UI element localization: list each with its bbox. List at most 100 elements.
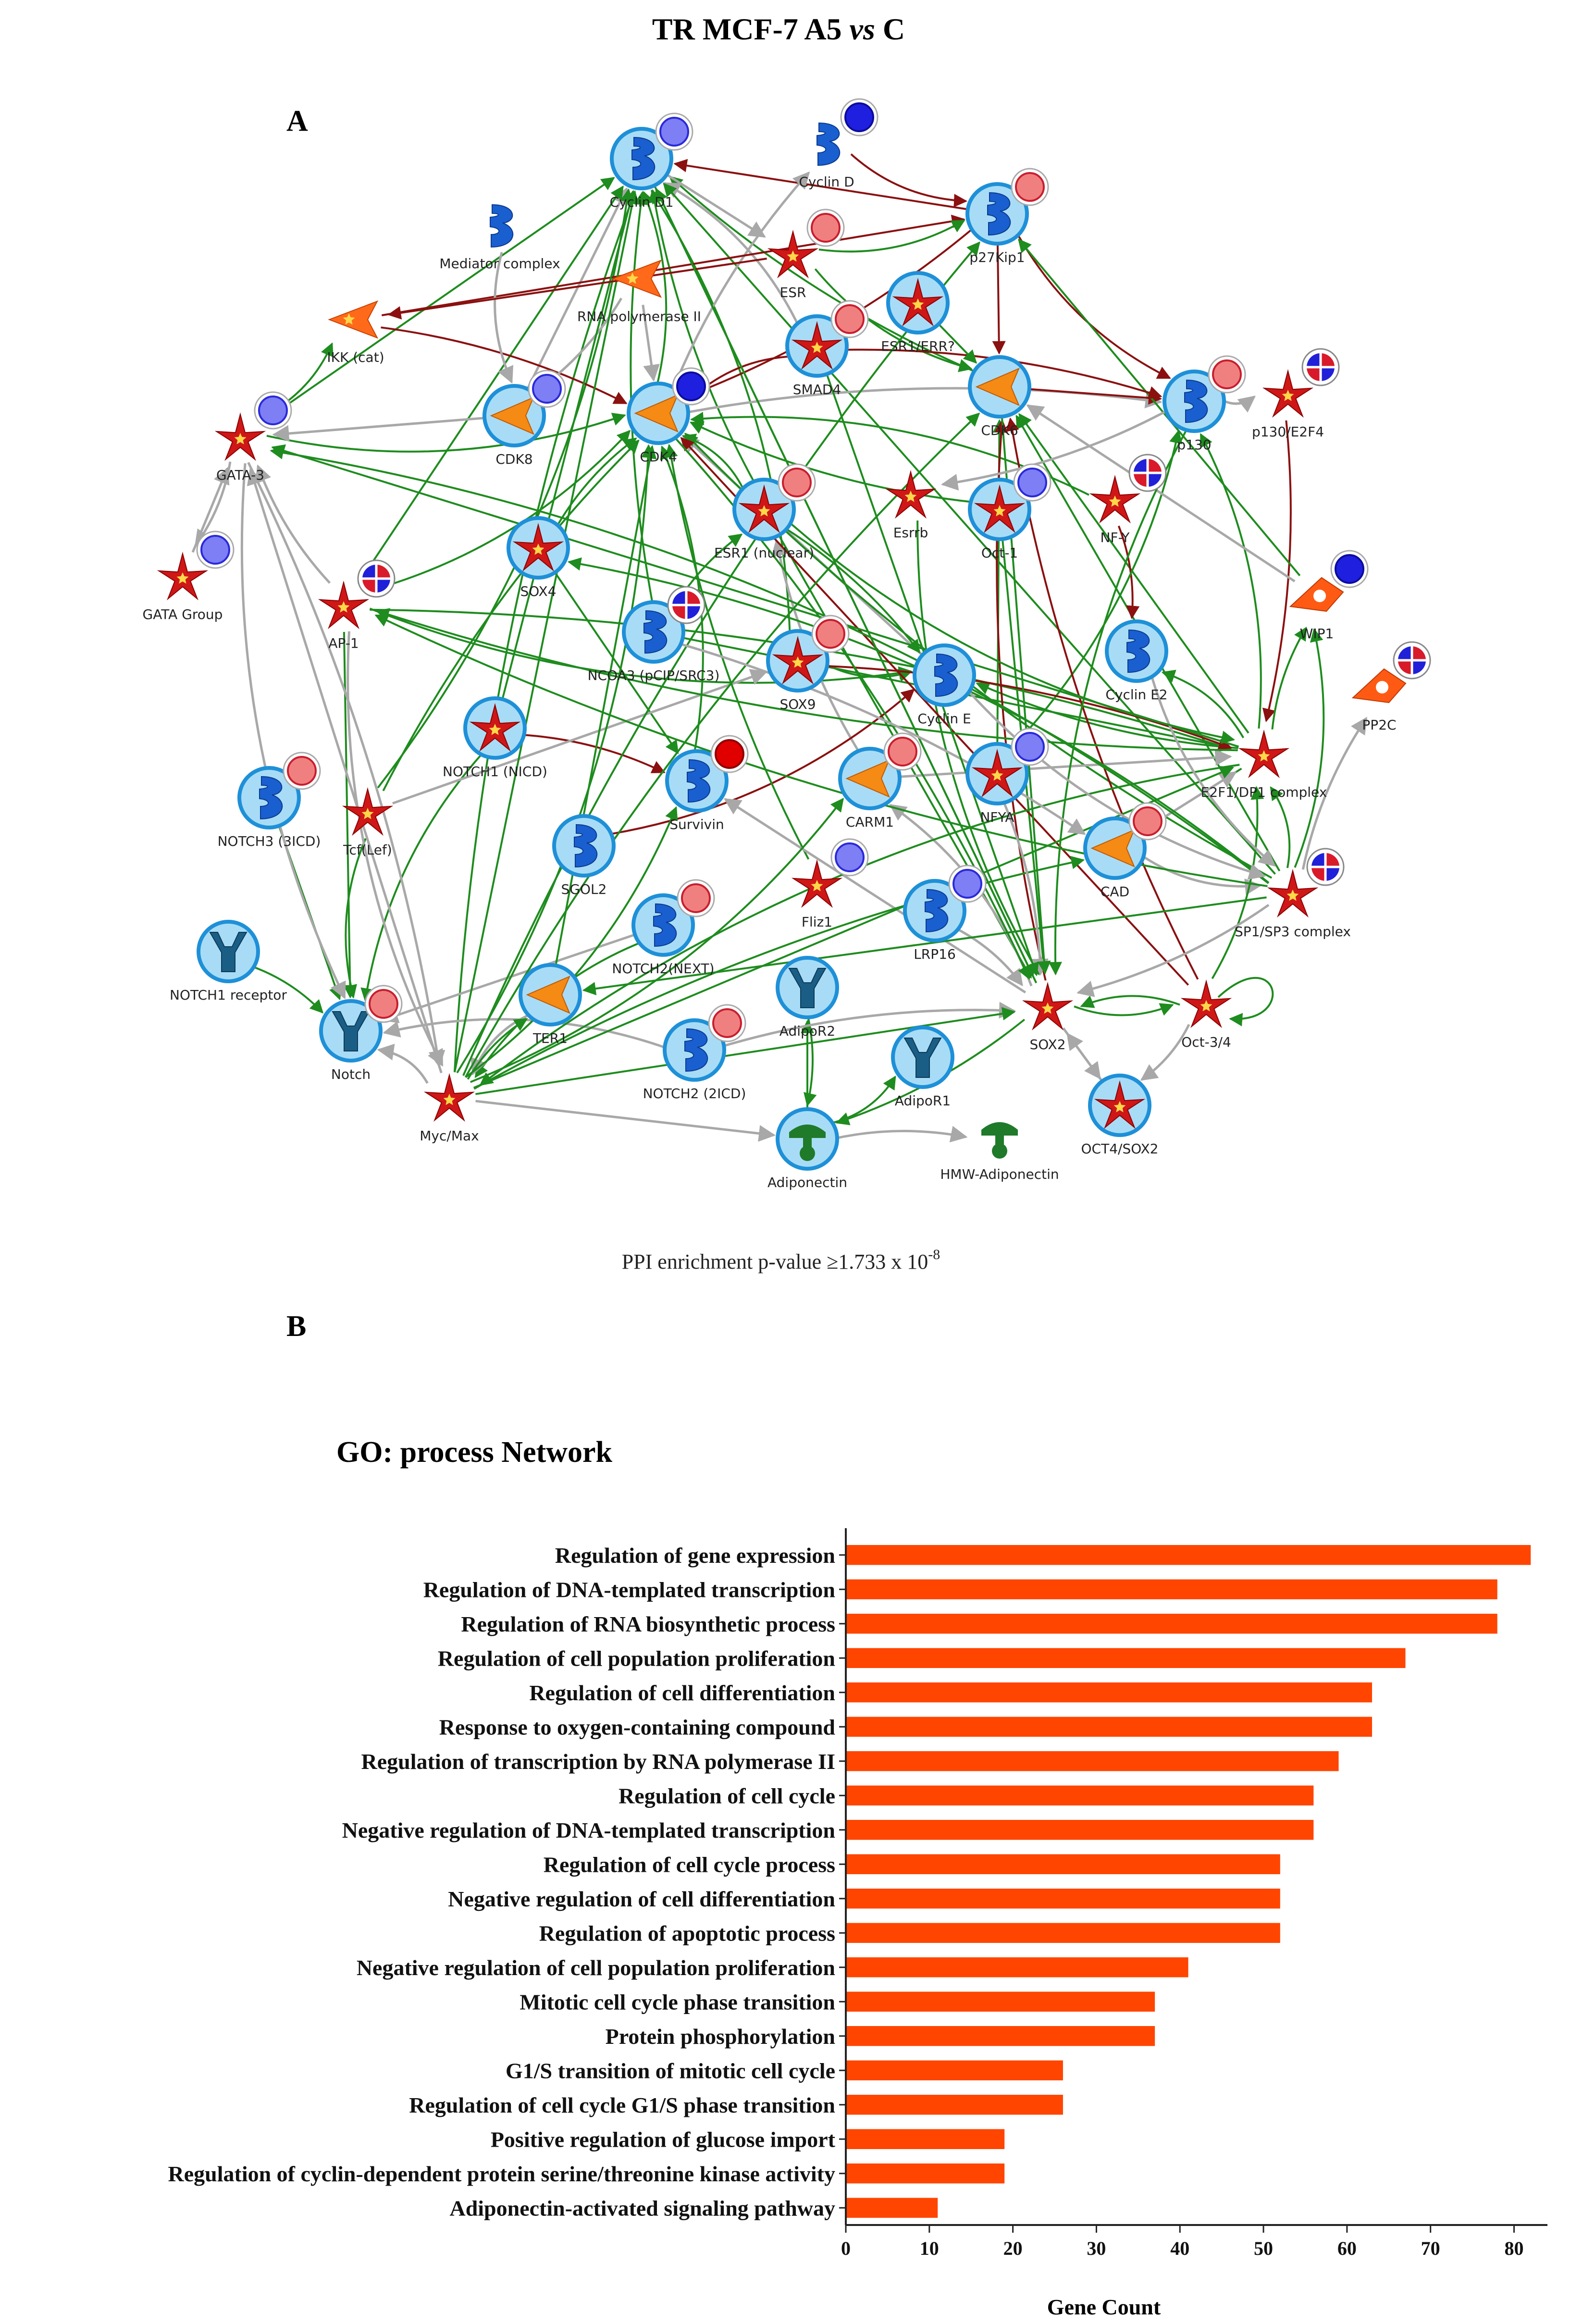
category-label: Negative regulation of DNA-templated tra…	[342, 1818, 835, 1842]
node-label: Cyclin D	[799, 174, 854, 190]
node-ter1: TER1	[519, 963, 582, 1046]
network-edge	[1080, 995, 1180, 1008]
category-label: Positive regulation of glucose import	[491, 2127, 836, 2151]
network-edge	[1018, 238, 1301, 577]
network-edge	[1139, 853, 1262, 895]
node-label: HMW-Adiponectin	[940, 1166, 1059, 1182]
node-e2f1-dp1: E2F1/DP1 complex	[1201, 729, 1327, 800]
panel-b-label: B	[286, 1310, 306, 1343]
category-label: Regulation of cell cycle	[619, 1783, 835, 1808]
network-edge	[520, 733, 666, 774]
network-edge	[720, 1001, 1016, 1048]
node-oct-1: Oct-1	[968, 463, 1051, 561]
network-edge	[346, 631, 444, 1067]
bar	[846, 2163, 1005, 2184]
node-label: Myc/Max	[420, 1128, 479, 1144]
network-edge	[1048, 426, 1189, 976]
bar	[846, 1579, 1497, 1599]
bar	[846, 1682, 1372, 1703]
network-edge	[266, 412, 626, 453]
category-label: Regulation of transcription by RNA polym…	[361, 1749, 835, 1774]
category-label: Regulation of RNA biosynthetic process	[461, 1612, 835, 1636]
node-label: p27Kip1	[969, 249, 1025, 265]
network-edge	[723, 798, 1027, 994]
node-label: AP-1	[328, 635, 359, 651]
network-edge	[954, 927, 1023, 987]
expression-marker	[357, 559, 396, 598]
network-edge	[191, 467, 230, 553]
bar	[846, 2060, 1063, 2080]
node-sox4: SOX4	[507, 516, 570, 599]
node-label: NOTCH1 (NICD)	[443, 764, 547, 779]
node-mediator-complex: Mediator complex	[439, 204, 560, 272]
network-edge	[1270, 786, 1291, 868]
node-label: Oct-3/4	[1181, 1034, 1231, 1050]
category-label: Response to oxygen-containing compound	[439, 1715, 836, 1739]
x-tick-label: 50	[1254, 2237, 1273, 2259]
node-ap-1: AP-1	[318, 559, 396, 651]
node-nfya: NFYA	[965, 728, 1049, 825]
network-edge	[648, 189, 756, 485]
network-edge	[787, 520, 1235, 744]
category-label: Adiponectin-activated signaling pathway	[449, 2196, 835, 2220]
node-label: SP1/SP3 complex	[1235, 924, 1351, 939]
category-label: Regulation of gene expression	[555, 1543, 835, 1568]
network-edge	[642, 191, 668, 387]
node-sgol2: SGOL2	[552, 814, 616, 897]
network-edge	[555, 437, 637, 529]
node-label: p130/E2F4	[1252, 424, 1324, 440]
node-label: Survivin	[669, 816, 724, 832]
node-p27kip1: p27Kip1	[965, 168, 1049, 265]
bar	[846, 1545, 1531, 1565]
node-label: AdipoR2	[779, 1023, 835, 1039]
network-edge	[1140, 1024, 1190, 1081]
node-myc-max: Myc/Max	[420, 1073, 479, 1144]
node-label: Fliz1	[802, 914, 832, 930]
node-label: Cyclin E2	[1105, 687, 1167, 703]
network-edge	[375, 608, 1238, 752]
bar	[846, 1717, 1372, 1737]
network-edge	[462, 241, 980, 1076]
network-edge	[663, 182, 800, 327]
node-notch2-next: NOTCH2(NEXT)	[612, 879, 715, 977]
node-label: RNA polymerase II	[577, 309, 701, 324]
node-label: Esrrb	[893, 525, 928, 541]
node-label: Cyclin D1	[609, 194, 673, 210]
bar	[846, 2129, 1005, 2149]
node-oct-3-4: Oct-3/4	[1180, 979, 1232, 1050]
node-cad: CAD	[1083, 802, 1167, 900]
node-label: NFYA	[980, 809, 1014, 825]
network-edge	[255, 464, 331, 584]
network-edge	[916, 520, 1040, 976]
node-esr1-errr: ESR1/ERR?	[881, 271, 955, 354]
network-edge	[270, 446, 1269, 884]
bar	[846, 2095, 1063, 2115]
node-nf-y: NF-Y	[1089, 454, 1167, 545]
network-edge	[663, 172, 766, 238]
bar	[846, 1751, 1339, 1771]
node-cyclin-d: Cyclin D	[799, 98, 878, 190]
network-edge	[965, 688, 1266, 880]
network-edge	[494, 252, 514, 384]
node-label: NOTCH1 receptor	[170, 987, 287, 1003]
node-label: CAD	[1101, 884, 1129, 900]
network-edge	[387, 258, 767, 320]
node-label: ESR1 (nuclear)	[714, 545, 814, 561]
network-edge	[247, 468, 443, 1074]
node-p130-e2f4: p130/E2F4	[1252, 348, 1340, 440]
node-label: Mediator complex	[439, 256, 560, 272]
network-edges	[191, 153, 1368, 1143]
network-edge	[818, 219, 965, 253]
bar	[846, 1785, 1314, 1805]
node-wip1: WIP1	[1289, 550, 1369, 642]
expression-marker	[1128, 454, 1167, 492]
bar	[846, 1923, 1280, 1943]
network-edge	[1217, 977, 1274, 1026]
node-label: SMAD4	[793, 382, 841, 397]
node-label: NCOA3 (pCIP/SRC3)	[588, 668, 720, 683]
network-edge	[475, 1100, 776, 1142]
node-ncoa3: NCOA3 (pCIP/SRC3)	[588, 586, 720, 683]
network-edge	[454, 190, 639, 1073]
node-label: TER1	[532, 1030, 568, 1046]
